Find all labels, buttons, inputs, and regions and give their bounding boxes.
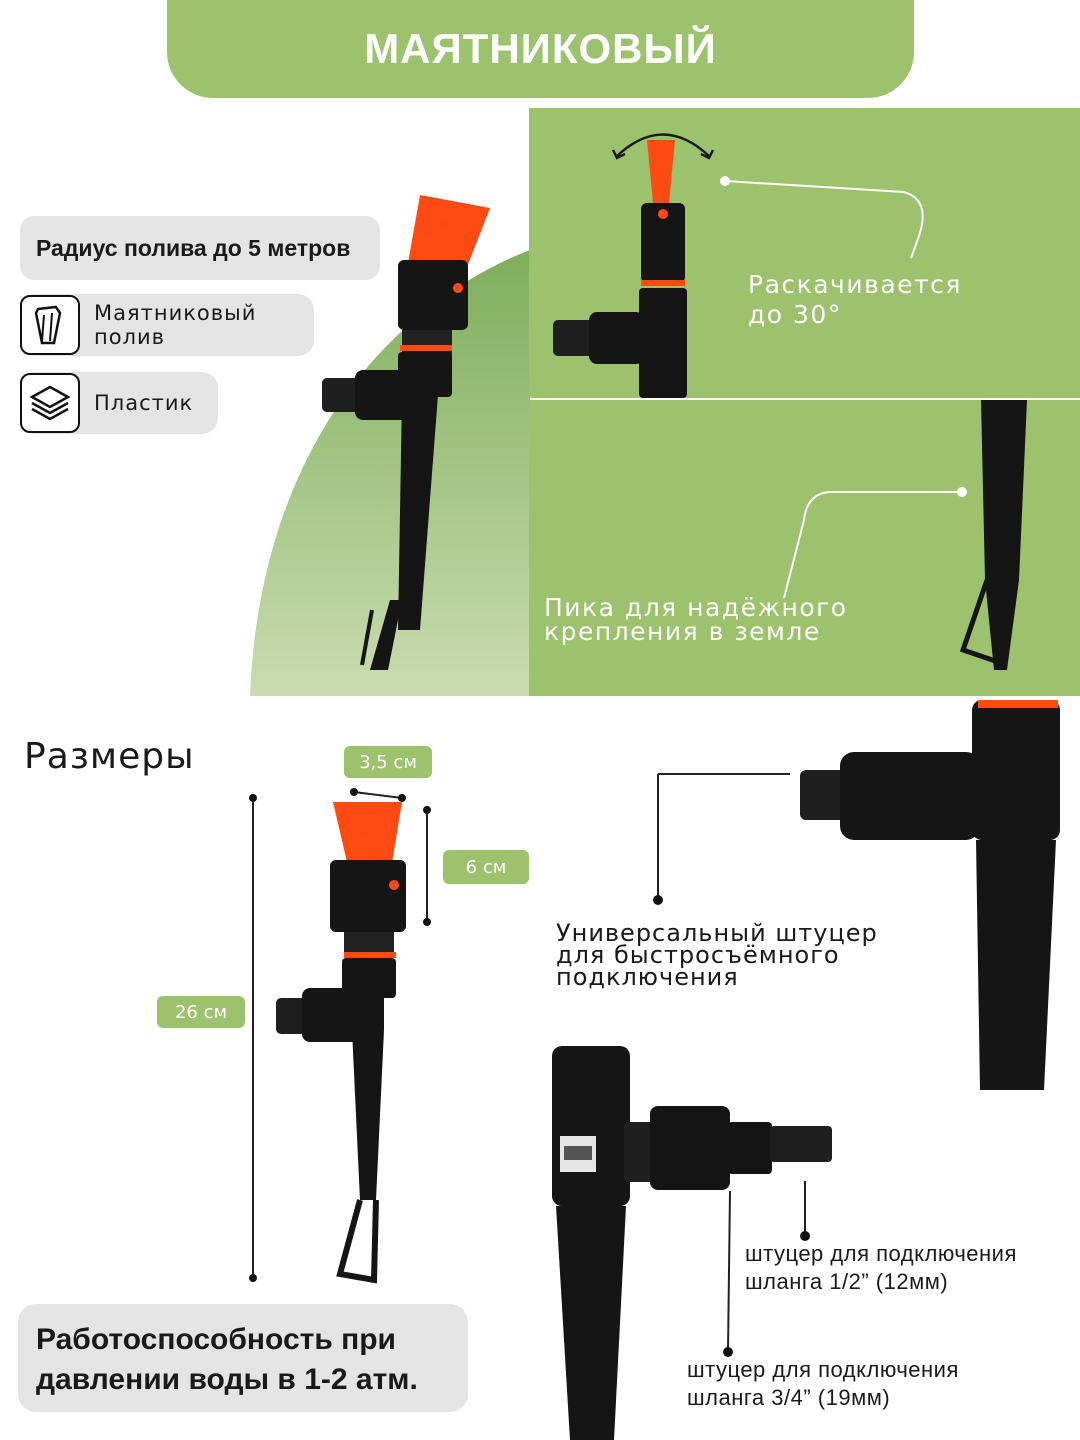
pressure-badge: Работоспособность при давлении воды в 1-…: [18, 1304, 468, 1412]
sprinkler-icon: [20, 295, 80, 355]
hose-fitting-illustration: [552, 1046, 832, 1440]
feature-material: Пластик: [20, 372, 218, 434]
width-value: 3,5 см: [359, 751, 417, 773]
radius-badge: Радиус полива до 5 метров: [20, 216, 380, 280]
dimensions-heading: Размеры: [24, 736, 195, 777]
fitting-half-caption: штуцер для подключения шланга 1/2” (12мм…: [745, 1240, 1017, 1296]
feature-pendulum-line2: полив: [94, 325, 166, 349]
spike-caption-line1: Пика для надёжного: [544, 593, 848, 622]
total-height-badge: 26 см: [157, 996, 245, 1028]
fitting-half-line1: штуцер для подключения: [745, 1241, 1017, 1266]
universal-fitting-caption: Универсальный штуцер для быстросъёмного …: [556, 919, 878, 991]
head-height-value: 6 см: [465, 856, 507, 878]
fitting-threequarter-line1: штуцер для подключения: [687, 1357, 959, 1382]
fitting-threequarter-caption: штуцер для подключения шланга 3/4” (19мм…: [687, 1356, 959, 1412]
universal-caption-line3: подключения: [556, 963, 739, 991]
pressure-line1: Работоспособность при: [36, 1323, 396, 1356]
total-height-value: 26 см: [174, 1001, 228, 1023]
dimensions-illustration: [249, 788, 431, 1284]
feature-material-text: Пластик: [94, 391, 194, 415]
title-banner: МАЯТНИКОВЫЙ: [167, 0, 914, 98]
swing-caption: Раскачивается до 30°: [748, 270, 962, 330]
spike-illustration: [783, 400, 1027, 670]
pressure-line2: давлении воды в 1-2 атм.: [36, 1363, 418, 1396]
universal-caption-line2: для быстросъёмного: [556, 941, 840, 969]
fitting-threequarter-line2: шланга 3/4” (19мм): [687, 1385, 891, 1410]
spike-caption: Пика для надёжного крепления в земле: [544, 593, 848, 646]
background-swoosh: [250, 250, 530, 696]
feature-pendulum: Маятниковый полив: [20, 294, 314, 356]
head-height-badge: 6 см: [443, 850, 529, 884]
swing-caption-line1: Раскачивается: [748, 270, 962, 299]
feature-pendulum-line1: Маятниковый: [94, 301, 257, 325]
sprinkler-product-image: [322, 195, 490, 670]
spike-caption-line2: крепления в земле: [544, 617, 821, 646]
swing-illustration: [553, 133, 924, 398]
fitting-half-line2: шланга 1/2” (12мм): [745, 1269, 949, 1294]
radius-text: Радиус полива до 5 метров: [36, 234, 351, 261]
universal-fitting-illustration: [653, 700, 1060, 1090]
width-badge: 3,5 см: [344, 746, 432, 778]
page-title: МАЯТНИКОВЫЙ: [364, 25, 717, 72]
layers-icon: [20, 373, 80, 433]
universal-caption-line1: Универсальный штуцер: [556, 919, 878, 947]
swing-caption-line2: до 30°: [748, 300, 842, 329]
